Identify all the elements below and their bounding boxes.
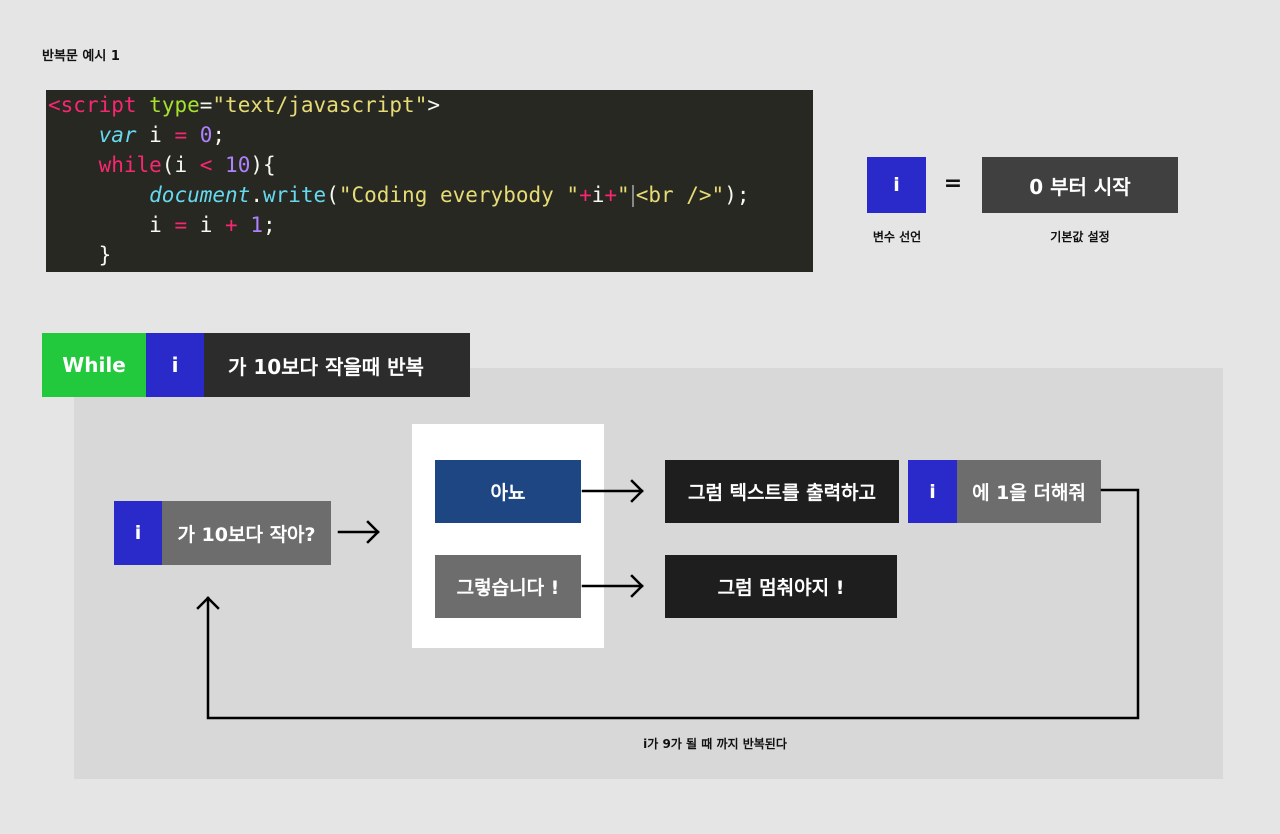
while-label: While <box>42 333 146 397</box>
stop-action-box: 그럼 멈춰야지 ! <box>665 555 897 618</box>
arrow-yes-to-stop <box>581 574 644 598</box>
while-var-box: i <box>146 333 204 397</box>
code-token: ){ <box>250 153 276 177</box>
code-token: = <box>174 123 188 147</box>
code-token: "text/javascript" <box>212 93 428 117</box>
increment-var-box: i <box>908 460 957 523</box>
code-token: (i <box>161 153 200 177</box>
increment-box: 에 1을 더해줘 <box>957 460 1101 523</box>
code-token: " <box>617 183 630 207</box>
declaration-var-box: i <box>867 157 926 213</box>
code-token: script <box>60 93 137 117</box>
question-var-box: i <box>114 501 162 565</box>
code-line-3: while(i < 10){ <box>48 150 813 180</box>
answer-yes-box: 그렇습니다 ! <box>435 555 581 618</box>
page-title: 반복문 예시 1 <box>42 49 120 64</box>
code-token: = <box>174 213 188 237</box>
arrow-no-to-print <box>581 479 644 503</box>
code-block: <script type="text/javascript"> var i = … <box>46 90 813 272</box>
while-condition: 가 10보다 작을때 반복 <box>204 333 470 397</box>
loop-back-arrow <box>196 488 1140 720</box>
caption-default-value: 기본값 설정 <box>1050 230 1110 244</box>
code-token: while <box>98 153 162 177</box>
code-token: <br />" <box>635 183 725 207</box>
code-token: + <box>604 183 618 207</box>
code-token: ( <box>326 183 339 207</box>
code-token: 1 <box>250 213 264 237</box>
code-token: < <box>199 153 213 177</box>
code-line-5: i = i + 1; <box>48 210 813 240</box>
code-token: ; <box>212 123 226 147</box>
caption-variable-declaration: 변수 선언 <box>872 230 922 244</box>
code-token: } <box>98 243 112 267</box>
code-token: 0 <box>199 123 213 147</box>
code-token: i <box>136 123 175 147</box>
code-token: > <box>427 93 440 117</box>
arrow-question-to-answers <box>337 520 380 544</box>
code-token: i <box>591 183 605 207</box>
code-token: ; <box>263 213 276 237</box>
code-token: var <box>98 123 137 147</box>
code-token: write <box>262 183 327 207</box>
code-token: 10 <box>225 153 251 177</box>
print-action-box: 그럼 텍스트를 출력하고 <box>665 460 899 523</box>
code-line-2: var i = 0; <box>48 120 813 150</box>
code-token: . <box>250 183 263 207</box>
code-token: i <box>149 213 175 237</box>
start-value-box: 0 부터 시작 <box>982 157 1178 213</box>
code-token: = <box>199 93 213 117</box>
code-token: < <box>48 93 61 117</box>
code-line-4: document.write("Coding everybody "+i+"<b… <box>48 180 813 210</box>
answer-no-box: 아뇨 <box>435 460 581 523</box>
code-token: + <box>579 183 592 207</box>
loop-caption: i가 9가 될 때 까지 반복된다 <box>643 737 787 751</box>
code-line-6: } <box>48 240 813 270</box>
text-cursor-icon <box>631 185 634 207</box>
code-token: + <box>225 213 238 237</box>
code-token: type <box>149 93 200 117</box>
code-token: document <box>149 183 251 207</box>
code-line-1: <script type="text/javascript"> <box>48 90 813 120</box>
code-token: i <box>187 213 226 237</box>
question-box: 가 10보다 작아? <box>162 501 331 565</box>
code-token: ); <box>724 183 750 207</box>
loop-panel <box>74 368 1223 779</box>
equals-sign: = <box>943 171 963 196</box>
code-token: "Coding everybody " <box>338 183 580 207</box>
